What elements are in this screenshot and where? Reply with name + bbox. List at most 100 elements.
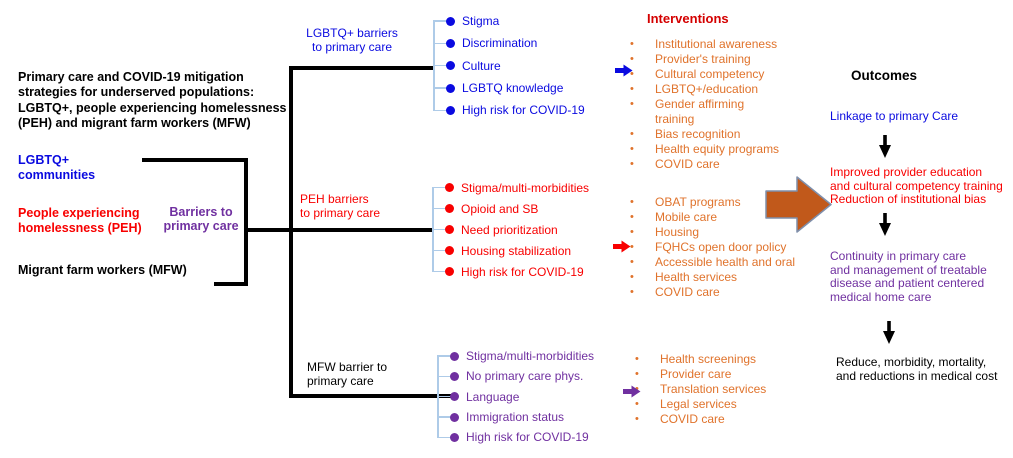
- list-item: LGBTQ knowledge: [433, 77, 585, 99]
- outcomes-header: Outcomes: [851, 68, 918, 83]
- list-item: Provider's training: [626, 52, 816, 67]
- tree-connector-line: [437, 395, 450, 398]
- tree-connector-line: [432, 249, 445, 252]
- tree-item-label: High risk for COVID-19: [466, 430, 589, 445]
- intervention-item-label: FQHCs open door policy: [655, 240, 787, 254]
- tree-item-label: Stigma: [462, 14, 500, 29]
- list-item: Health screenings: [631, 352, 821, 367]
- intervention-item-label: COVID care: [655, 285, 720, 299]
- tree-item-label: High risk for COVID-19: [462, 103, 585, 118]
- intervention-item-label: Mobile care: [655, 210, 718, 224]
- bullet-dot-icon: [450, 392, 459, 402]
- intervention-item-label: Provider's training: [655, 52, 751, 66]
- tree-connector-line: [433, 42, 446, 45]
- bullet-icon: [635, 397, 660, 412]
- list-item: Cultural competency: [626, 67, 816, 82]
- bullet-icon: [630, 67, 655, 82]
- list-item: Language: [437, 387, 594, 407]
- bullet-icon: [630, 82, 655, 97]
- list-item: OBAT programs: [626, 195, 816, 210]
- tree-connector-line: [437, 355, 450, 357]
- tree-connector-line: [432, 228, 445, 231]
- down-arrow-icon: [883, 321, 895, 344]
- branch-bottom-line: [289, 394, 457, 398]
- bullet-icon: [630, 37, 655, 52]
- tree-item-label: Stigma/multi-morbidities: [466, 349, 595, 364]
- tree-item-label: High risk for COVID-19: [461, 264, 584, 279]
- bullet-dot-icon: [446, 105, 455, 115]
- outcome-step-1: Linkage to primary Care: [830, 109, 959, 123]
- bullet-icon: [630, 97, 655, 112]
- bullet-icon: [630, 127, 655, 142]
- tree-item-label: Immigration status: [466, 410, 565, 425]
- bullet-dot-icon: [450, 351, 459, 361]
- list-item: Accessible health and oral: [626, 255, 816, 270]
- intervention-item-label: Cultural competency: [655, 67, 765, 81]
- list-item: Provider care: [631, 367, 821, 382]
- list-item: High risk for COVID-19: [432, 261, 589, 282]
- intervention-item-label: Legal services: [660, 397, 737, 411]
- bullet-dot-icon: [450, 371, 459, 381]
- blue-right-arrow-icon: [615, 64, 633, 77]
- list-item: COVID care: [626, 157, 816, 172]
- down-arrow-icon: [879, 213, 891, 236]
- branch-top-line: [289, 66, 433, 70]
- intervention-item-label: Health screenings: [660, 352, 757, 366]
- list-item: FQHCs open door policy: [626, 240, 816, 255]
- list-item: COVID care: [626, 285, 816, 300]
- list-item: Mobile care: [626, 210, 816, 225]
- tree-connector-line: [432, 270, 445, 273]
- intervention-item-label: Provider care: [660, 367, 732, 381]
- bracket-vertical-line: [244, 158, 248, 286]
- bullet-dot-icon: [446, 38, 455, 48]
- intervention-item-label: Translation services: [660, 382, 767, 396]
- bullet-dot-icon: [445, 267, 454, 276]
- intervention-item-label: COVID care: [660, 412, 725, 426]
- branch-middle-line: [244, 228, 433, 232]
- list-item: High risk for COVID-19: [437, 427, 594, 447]
- tree-branch-line: [437, 356, 439, 438]
- bullet-icon: [630, 52, 655, 67]
- mfw-barriers-tree: Stigma/multi-morbidities No primary care…: [437, 346, 594, 447]
- tree-connector-line: [437, 436, 450, 439]
- list-item: No primary care phys.: [437, 366, 594, 386]
- tree-item-label: Opioid and SB: [461, 201, 539, 216]
- list-item: LGBTQ+/education: [626, 82, 816, 97]
- list-item: Immigration status: [437, 407, 594, 427]
- tree-item-label: Discrimination: [462, 36, 538, 51]
- bullet-icon: [630, 142, 655, 157]
- list-item: Legal services: [631, 397, 821, 412]
- bullet-dot-icon: [450, 432, 459, 442]
- bullet-dot-icon: [445, 246, 454, 255]
- tree-connector-line: [433, 109, 446, 112]
- red-right-arrow-icon: [613, 240, 631, 253]
- intervention-item-label: Health equity programs: [655, 142, 780, 156]
- bullet-icon: [630, 285, 655, 300]
- tree-item-label: No primary care phys.: [466, 369, 584, 384]
- list-item: Institutional awareness: [626, 37, 816, 52]
- list-item: Discrimination: [433, 32, 585, 54]
- trunk-vertical-line: [289, 66, 293, 398]
- intervention-item-label: Accessible health and oral: [655, 255, 796, 269]
- down-arrow-icon: [879, 135, 891, 158]
- bracket-top-line: [142, 158, 248, 162]
- intervention-item-label: Bias recognition: [655, 127, 741, 141]
- population-lgbtq-label: LGBTQ+communities: [18, 153, 96, 183]
- intervention-item-label: OBAT programs: [655, 195, 741, 209]
- interventions-header: Interventions: [647, 11, 729, 26]
- bullet-dot-icon: [446, 16, 455, 26]
- bullet-dot-icon: [445, 204, 454, 213]
- bullet-icon: [635, 367, 660, 382]
- list-item: Health services: [626, 270, 816, 285]
- tree-branch-line: [433, 21, 435, 111]
- tree-connector-line: [433, 87, 446, 89]
